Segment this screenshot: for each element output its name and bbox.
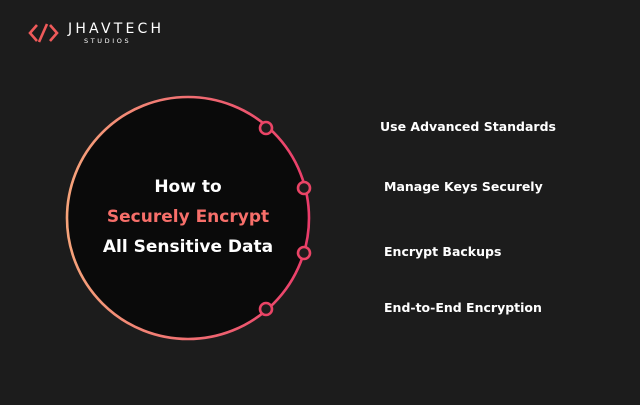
- central-circle: [65, 95, 311, 341]
- diagram-title: How to Securely Encrypt All Sensitive Da…: [80, 172, 296, 262]
- item-label-3: Encrypt Backups: [384, 244, 502, 259]
- title-line-3: All Sensitive Data: [102, 237, 274, 257]
- connector-2: [296, 180, 360, 196]
- brand-logo: JHAVTECH STUDIOS: [28, 22, 164, 45]
- node-marker-1: [258, 120, 274, 136]
- item-label-4: End-to-End Encryption: [384, 300, 542, 315]
- node-marker-2: [296, 180, 312, 196]
- item-label-2: Manage Keys Securely: [384, 179, 543, 194]
- node-marker-4: [258, 301, 274, 317]
- connector-1: [258, 120, 360, 136]
- connector-3: [296, 245, 360, 261]
- connector-4: [258, 301, 360, 317]
- item-label-1: Use Advanced Standards: [380, 119, 556, 134]
- title-line-1: How to: [154, 177, 222, 197]
- brand-name: JHAVTECH: [68, 21, 165, 37]
- brand-subtitle: STUDIOS: [84, 37, 132, 45]
- code-slash-icon: [28, 23, 59, 43]
- title-line-2: Securely Encrypt: [106, 207, 270, 227]
- node-marker-3: [296, 245, 312, 261]
